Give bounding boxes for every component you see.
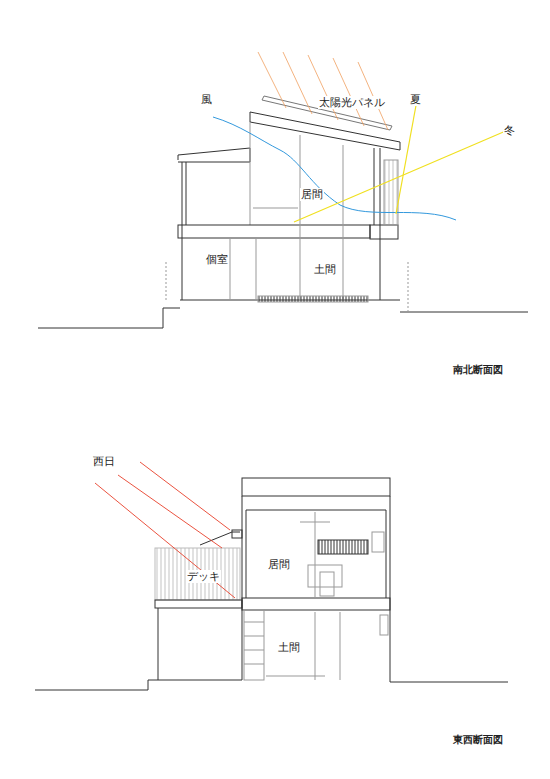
east-west-section [35,462,508,690]
north-south-section [38,52,528,328]
room-label: 居間 [267,558,291,571]
room-label: 土間 [277,641,301,654]
room-label: 太陽光パネル [318,96,386,109]
room-label: 風 [200,93,213,106]
section-caption: 東西断面図 [452,734,504,746]
room-label: 居間 [300,188,324,201]
room-label: 個室 [205,253,229,266]
room-label: 土間 [313,263,337,276]
room-label: 夏 [409,93,422,106]
section-caption: 南北断面図 [452,364,504,376]
room-label: デッキ [186,570,221,583]
room-label: 西日 [92,455,116,468]
room-label: 冬 [503,124,516,137]
